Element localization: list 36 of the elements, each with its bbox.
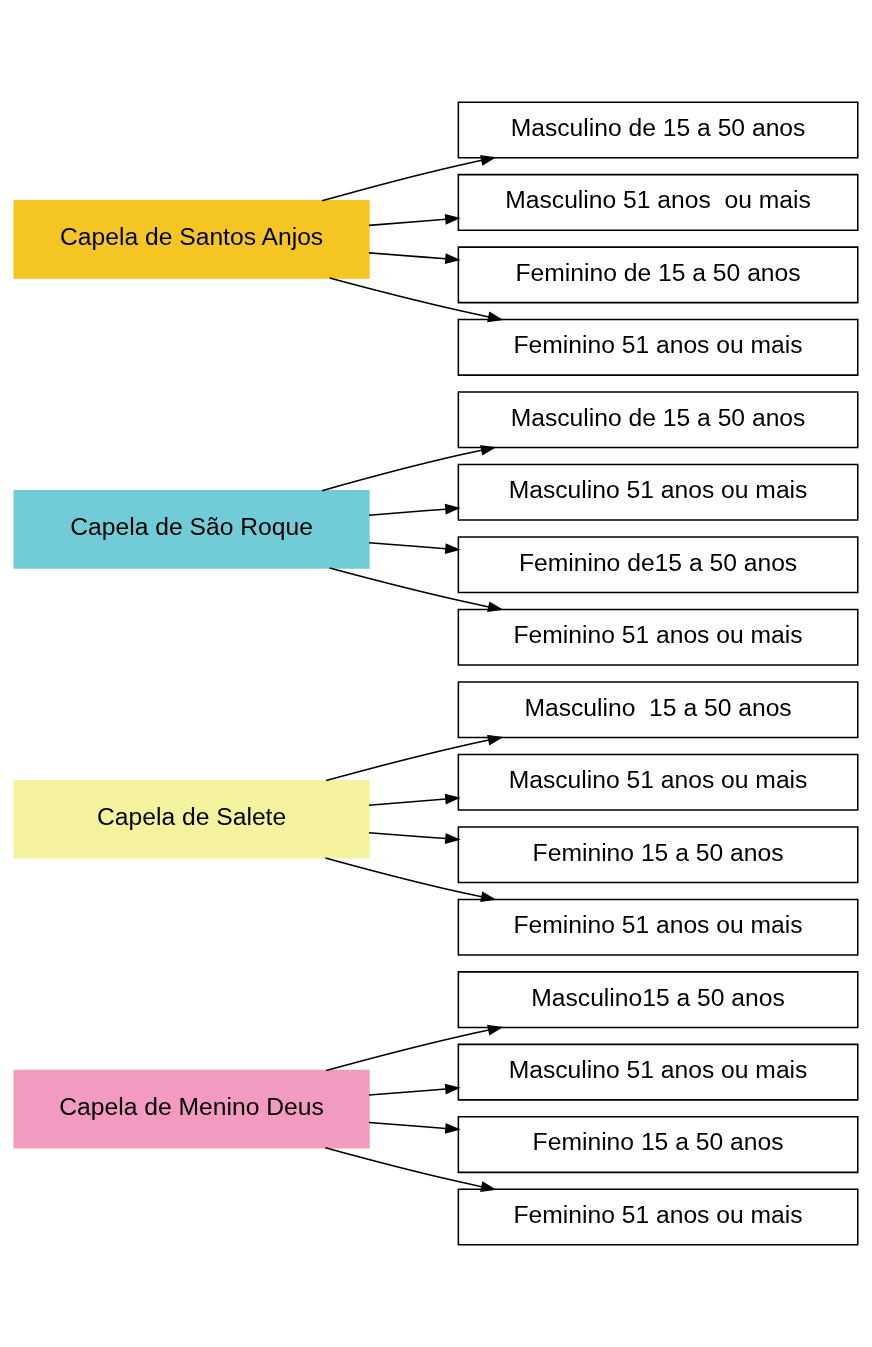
node-box: Feminino 51 anos ou mais [457,898,859,956]
node-box: Masculino 51 anos ou mais [457,463,859,521]
arrow [368,503,461,517]
node-box: Feminino 15 a 50 anos [457,1116,859,1174]
arrow [321,155,497,202]
node-box: Capela de Santos Anjos [13,200,370,279]
arrow [328,277,504,323]
node-box: Feminino de 15 a 50 anos [457,246,859,304]
node-box: Capela de São Roque [13,490,370,569]
arrow [368,542,461,554]
arrow [368,1083,461,1096]
node-box: Masculino de 15 a 50 anos [457,101,859,159]
node-box: Feminino 51 anos ou mais [457,318,859,376]
node-box: Masculino 51 anos ou mais [457,753,859,811]
arrow [368,1121,461,1134]
node-box: Capela de Salete [13,779,370,859]
node-box: Feminino de15 a 50 anos [457,536,859,594]
arrow [368,252,461,265]
node-box: Feminino 51 anos ou mais [457,1188,859,1246]
arrow [328,567,504,613]
arrow [368,213,461,227]
node-box: Feminino 51 anos ou mais [457,608,859,666]
arrow [368,793,461,806]
node-box: Feminino 15 a 50 anos [457,826,859,884]
arrow [325,734,504,782]
arrow [368,831,461,844]
node-box: Masculino 15 a 50 anos [457,681,859,739]
arrow [321,445,497,492]
node-box: Masculino15 a 50 anos [457,971,859,1029]
node-box: Masculino de 15 a 50 anos [457,391,859,449]
node-box: Capela de Menino Deus [13,1069,370,1149]
arrow [324,857,497,902]
node-box: Masculino 51 anos ou mais [457,1043,859,1101]
arrow [325,1024,504,1072]
arrow [324,1147,497,1192]
node-box: Masculino 51 anos ou mais [457,173,859,231]
